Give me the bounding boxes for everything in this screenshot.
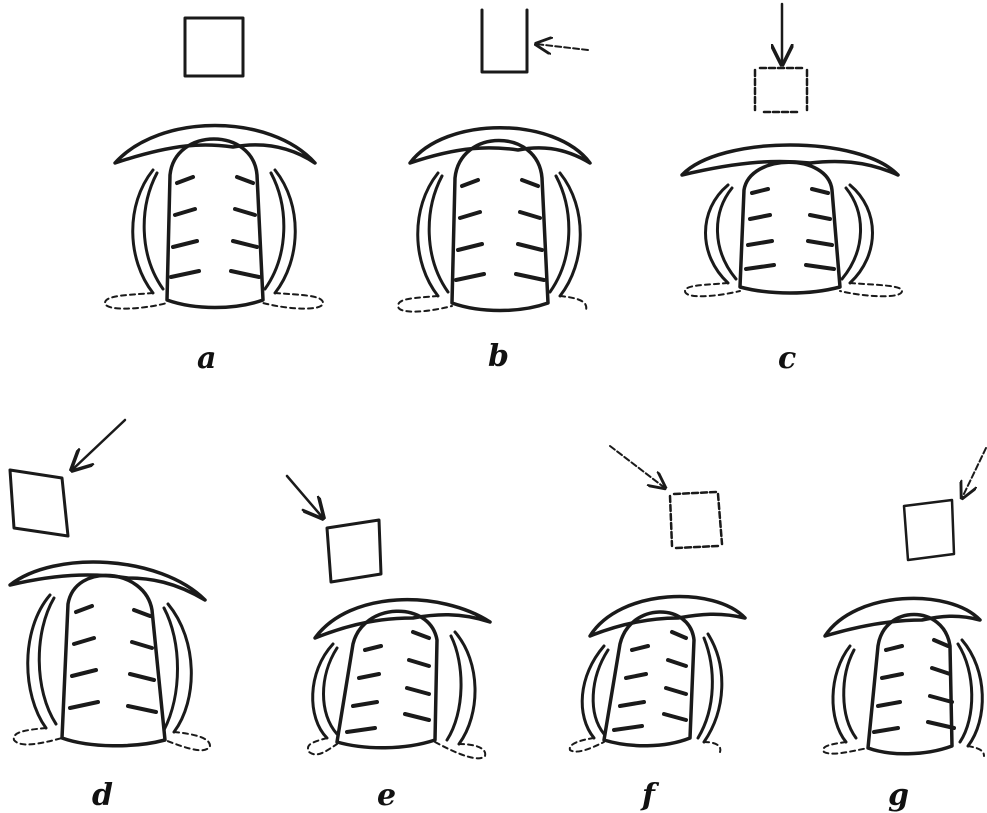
panel-f: f — [570, 446, 745, 813]
cell-body — [10, 562, 210, 750]
panel-label-e: e — [377, 778, 396, 813]
arrow — [610, 446, 665, 488]
square-block — [670, 492, 722, 548]
arrow — [72, 420, 125, 470]
panel-c: c — [682, 4, 902, 376]
arrow — [962, 448, 986, 498]
square-block — [482, 10, 527, 72]
arrow — [287, 476, 323, 518]
cell-body — [308, 600, 490, 759]
cell-body — [570, 597, 745, 752]
panel-e: e — [287, 476, 490, 813]
panel-d: d — [10, 420, 210, 813]
square-block — [904, 500, 954, 560]
cell-body — [398, 128, 590, 312]
cell-body — [823, 598, 984, 756]
panel-b: b — [398, 10, 590, 374]
square-block — [755, 68, 807, 112]
panel-label-f: f — [640, 778, 660, 813]
panel-label-d: d — [92, 778, 113, 813]
panel-label-a: a — [197, 341, 216, 376]
panel-label-c: c — [778, 341, 796, 376]
panel-a: a — [105, 18, 323, 376]
panel-g: g — [823, 448, 986, 813]
square-block — [185, 18, 243, 76]
cell-body — [682, 145, 902, 296]
square-block — [327, 520, 381, 582]
square-block — [10, 470, 68, 536]
panel-label-b: b — [488, 339, 509, 374]
cell-body — [105, 126, 323, 309]
arrow — [536, 44, 588, 50]
panel-label-g: g — [888, 778, 909, 813]
